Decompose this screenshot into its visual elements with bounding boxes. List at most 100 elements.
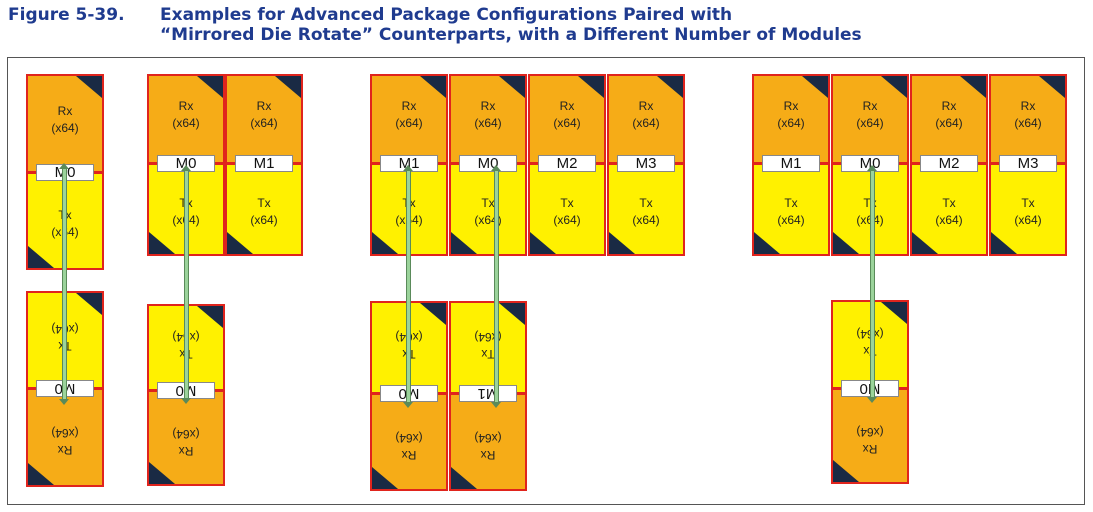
die-body: Rx (x64) Tx (x64) M0 xyxy=(451,76,525,254)
tx-label: Tx (x64) xyxy=(1014,196,1042,227)
connection-arrow-3 xyxy=(491,165,501,408)
die-2: Rx (x64)Tx (x64)M0 xyxy=(147,74,225,256)
arrow-head-down-icon xyxy=(867,397,877,403)
die-corner-mark xyxy=(578,76,604,98)
die-corner-mark xyxy=(833,232,859,254)
rx-label: Rx (x64) xyxy=(172,427,200,458)
arrow-head-up-icon xyxy=(867,165,877,171)
rx-label: Rx (x64) xyxy=(172,99,200,130)
die-corner-mark xyxy=(149,232,175,254)
arrow-head-down-icon xyxy=(59,399,69,405)
rx-label: Rx (x64) xyxy=(553,99,581,130)
arrow-head-down-icon xyxy=(181,398,191,404)
die-body: Rx (x64)Tx (x64)M1 xyxy=(451,303,525,489)
die-corner-mark xyxy=(420,76,446,98)
die-corner-mark xyxy=(420,303,446,325)
die-corner-mark xyxy=(372,232,398,254)
module-tag: M2 xyxy=(538,155,596,172)
module-tag: M0 xyxy=(157,155,215,172)
die-corner-mark xyxy=(28,463,54,485)
die-body: Rx (x64) Tx (x64) M3 xyxy=(991,76,1065,254)
die-corner-mark xyxy=(149,462,175,484)
die-body: Rx (x64) Tx (x64) M2 xyxy=(530,76,604,254)
die-corner-mark xyxy=(197,76,223,98)
die-corner-mark xyxy=(275,76,301,98)
rx-label: Rx (x64) xyxy=(395,431,423,462)
diagram-frame xyxy=(7,57,1085,505)
rx-label: Rx (x64) xyxy=(632,99,660,130)
die-corner-mark xyxy=(28,246,54,268)
module-tag: M2 xyxy=(920,155,978,172)
die-corner-mark xyxy=(657,76,683,98)
rx-label: Rx (x64) xyxy=(935,99,963,130)
die-corner-mark xyxy=(451,467,477,489)
die-corner-mark xyxy=(881,76,907,98)
module-tag: M3 xyxy=(999,155,1057,172)
die-corner-mark xyxy=(451,232,477,254)
arrow-head-up-icon xyxy=(59,163,69,169)
die-corner-mark xyxy=(881,302,907,324)
die-corner-mark xyxy=(499,76,525,98)
die-11: Rx (x64) Tx (x64) M1 xyxy=(752,74,830,256)
die-body: Rx (x64) Tx (x64) M1 xyxy=(754,76,828,254)
die-corner-mark xyxy=(609,232,635,254)
die-corner-mark xyxy=(499,303,525,325)
module-tag: M1 xyxy=(459,385,517,402)
figure-title-line-2: “Mirrored Die Rotate” Counterparts, with… xyxy=(160,25,862,45)
arrow-head-down-icon xyxy=(403,402,413,408)
arrow-head-up-icon xyxy=(403,165,413,171)
tx-label: Tx (x64) xyxy=(632,196,660,227)
figure-title-line-1: Examples for Advanced Package Configurat… xyxy=(160,5,733,25)
die-8: Rx (x64) Tx (x64) M3 xyxy=(607,74,685,256)
rx-label: Rx (x64) xyxy=(856,425,884,456)
rx-label: Rx (x64) xyxy=(51,103,79,135)
connection-arrow-4 xyxy=(867,165,877,403)
tx-label: Tx (x64) xyxy=(553,196,581,227)
tx-label: Tx (x64) xyxy=(250,196,278,227)
rx-label: Rx (x64) xyxy=(856,99,884,130)
die-7: Rx (x64) Tx (x64) M2 xyxy=(528,74,606,256)
arrow-head-up-icon xyxy=(491,165,501,171)
module-tag: M1 xyxy=(235,155,293,172)
die-corner-mark xyxy=(912,232,938,254)
die-body: Rx (x64) Tx (x64) M1 xyxy=(227,76,301,254)
rx-label: Rx (x64) xyxy=(777,99,805,130)
connection-arrow-0 xyxy=(59,163,69,405)
die-corner-mark xyxy=(802,76,828,98)
rx-label: Rx (x64) xyxy=(474,99,502,130)
module-tag: M1 xyxy=(762,155,820,172)
rx-label: Rx (x64) xyxy=(1014,99,1042,130)
die-body: Rx (x64)Tx (x64)M0 xyxy=(149,76,223,254)
die-corner-mark xyxy=(197,306,223,328)
die-6: Rx (x64) Tx (x64) M0 xyxy=(449,74,527,256)
tx-label: Tx (x64) xyxy=(935,196,963,227)
die-corner-mark xyxy=(76,293,102,315)
connection-arrow-2 xyxy=(403,165,413,408)
die-13: Rx (x64) Tx (x64) M2 xyxy=(910,74,988,256)
die-corner-mark xyxy=(530,232,556,254)
die-corner-mark xyxy=(754,232,780,254)
arrow-head-down-icon xyxy=(491,402,501,408)
connection-arrow-1 xyxy=(181,165,191,404)
module-tag: M0 xyxy=(459,155,517,172)
die-corner-mark xyxy=(227,232,253,254)
die-corner-mark xyxy=(833,460,859,482)
rx-label: Rx (x64) xyxy=(250,99,278,130)
die-corner-mark xyxy=(76,76,102,98)
die-corner-mark xyxy=(1039,76,1065,98)
die-body: Rx (x64) Tx (x64) M2 xyxy=(912,76,986,254)
die-10: Rx (x64)Tx (x64)M1 xyxy=(449,301,527,491)
figure-number: Figure 5-39. xyxy=(8,5,125,25)
arrow-head-up-icon xyxy=(181,165,191,171)
die-3: Rx (x64) Tx (x64) M1 xyxy=(225,74,303,256)
rx-label: Rx (x64) xyxy=(51,426,79,458)
die-corner-mark xyxy=(991,232,1017,254)
tx-label: Tx (x64) xyxy=(474,196,502,227)
module-tag: M3 xyxy=(617,155,675,172)
tx-label: Tx (x64) xyxy=(474,330,502,361)
die-body: Rx (x64) Tx (x64) M3 xyxy=(609,76,683,254)
die-corner-mark xyxy=(960,76,986,98)
die-corner-mark xyxy=(372,467,398,489)
rx-label: Rx (x64) xyxy=(395,99,423,130)
tx-label: Tx (x64) xyxy=(777,196,805,227)
